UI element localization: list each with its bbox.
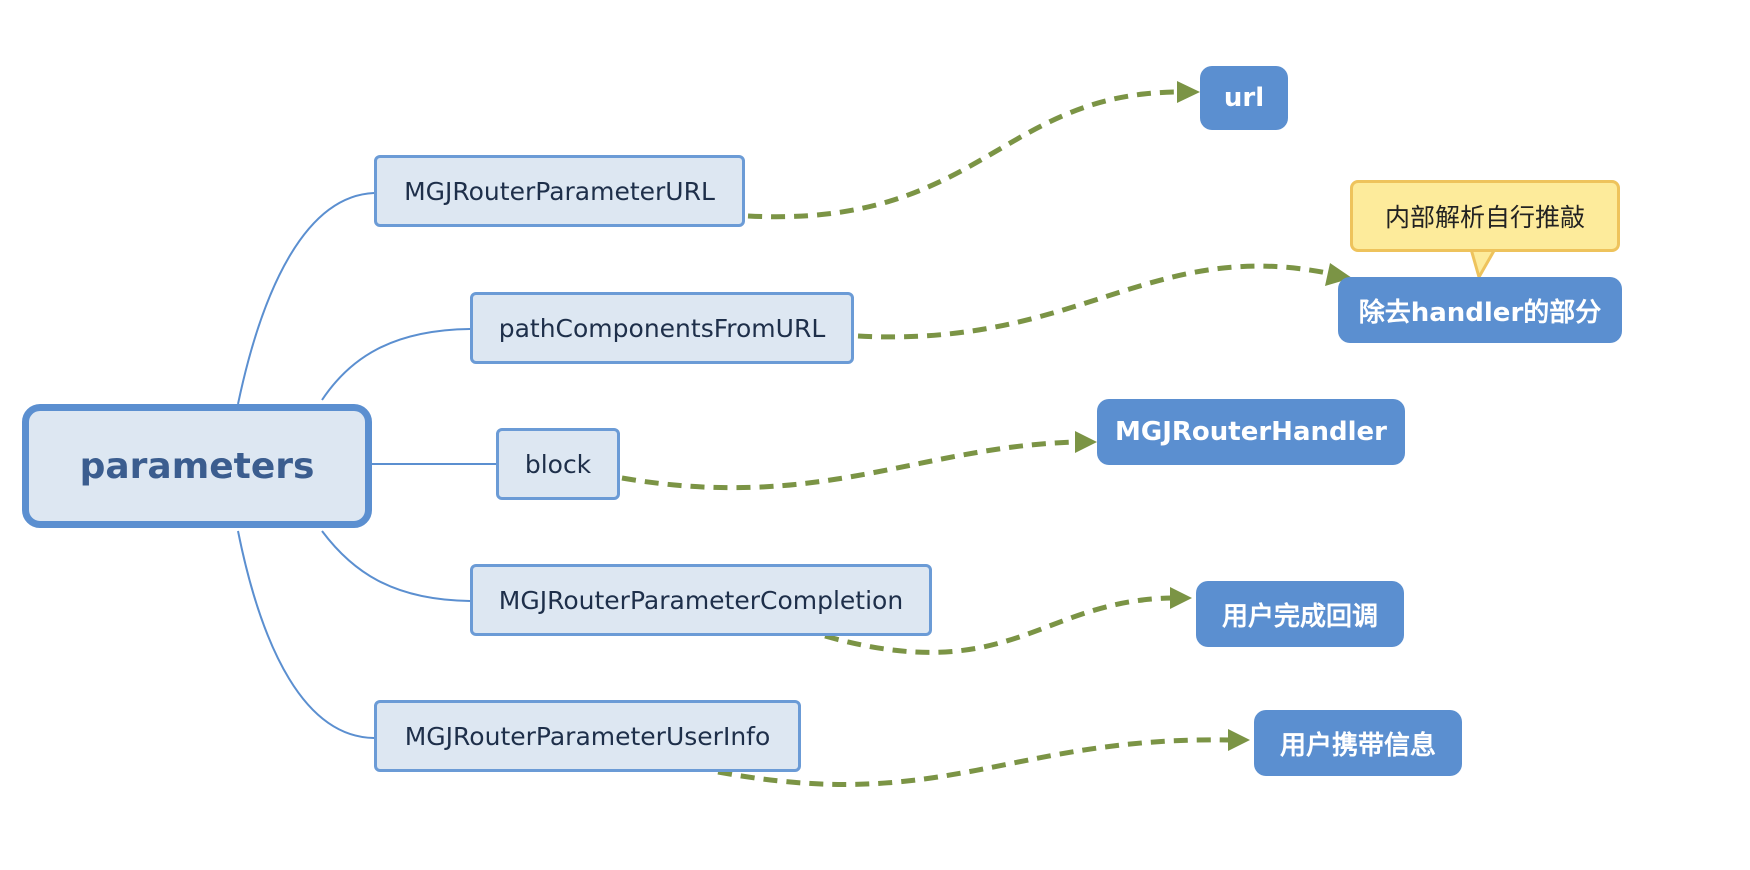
target-label: 用户完成回调 <box>1221 601 1378 632</box>
callout-pointer <box>1469 247 1497 279</box>
child-label: MGJRouterParameterCompletion <box>498 585 904 615</box>
branch-path <box>321 328 471 401</box>
child-label: block <box>524 449 592 479</box>
arrow-url <box>747 81 1200 220</box>
target-label: MGJRouterHandler <box>1115 417 1387 447</box>
child-label: pathComponentsFromURL <box>498 313 826 343</box>
callout-note: 内部解析自行推敲 <box>1350 180 1620 252</box>
child-node-path-components[interactable]: pathComponentsFromURL <box>470 292 854 364</box>
arrow-path <box>857 263 1352 340</box>
child-node-block[interactable]: block <box>496 428 620 500</box>
child-node-parameter-userinfo[interactable]: MGJRouterParameterUserInfo <box>374 700 801 772</box>
branch-url <box>237 192 375 405</box>
target-label: url <box>1223 83 1265 113</box>
branch-userinfo <box>237 530 375 739</box>
arrow-userinfo <box>717 729 1250 787</box>
target-node-router-handler[interactable]: MGJRouterHandler <box>1097 399 1405 465</box>
child-label: MGJRouterParameterUserInfo <box>404 721 771 751</box>
branch-completion <box>321 530 471 602</box>
target-node-user-info[interactable]: 用户携带信息 <box>1254 710 1462 776</box>
root-label: parameters <box>79 445 315 487</box>
callout-text: 内部解析自行推敲 <box>1384 203 1585 232</box>
arrow-completion <box>824 587 1192 655</box>
child-label: MGJRouterParameterURL <box>404 176 715 206</box>
target-label: 除去handler的部分 <box>1358 297 1602 328</box>
target-node-strip-handler[interactable]: 除去handler的部分 <box>1338 277 1622 343</box>
root-node[interactable]: parameters <box>22 404 372 528</box>
target-node-completion-callback[interactable]: 用户完成回调 <box>1196 581 1404 647</box>
target-label: 用户携带信息 <box>1279 730 1436 761</box>
child-node-parameter-url[interactable]: MGJRouterParameterURL <box>374 155 745 227</box>
target-node-url[interactable]: url <box>1200 66 1288 130</box>
arrow-block <box>621 431 1097 491</box>
child-node-parameter-completion[interactable]: MGJRouterParameterCompletion <box>470 564 932 636</box>
